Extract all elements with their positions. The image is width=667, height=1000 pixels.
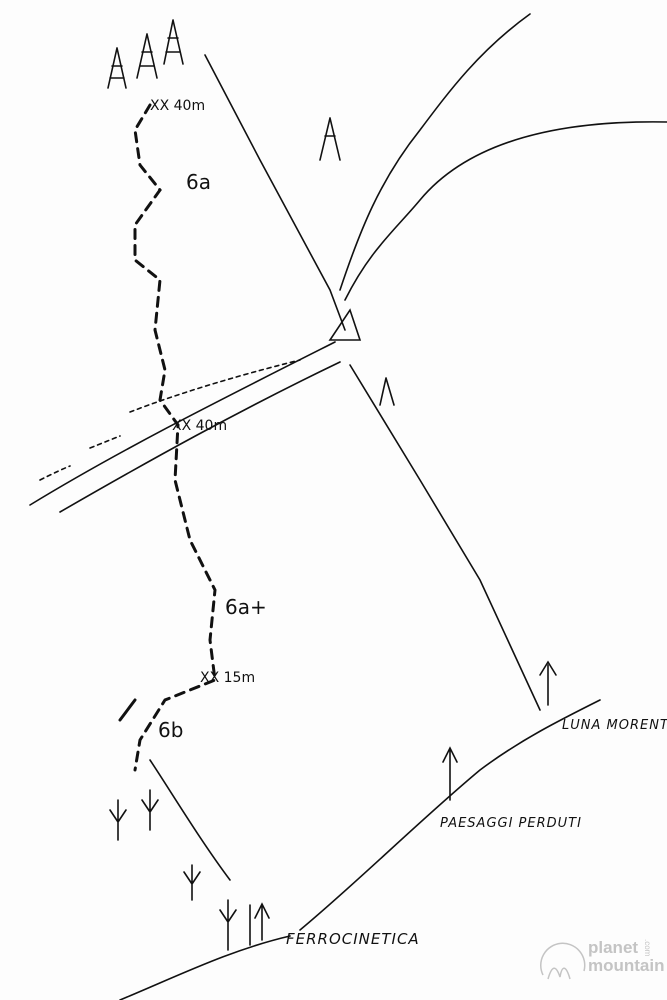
arrow-up-icon [442,746,458,801]
ground-base [119,935,291,1000]
planetmountain-logo: planet mountain .com [538,935,665,985]
tree-icons [107,19,395,951]
logo-text-mountain: mountain [588,956,665,975]
ground-slope [299,699,601,931]
rock-edge [204,54,541,711]
arrow-up-icon [254,902,270,941]
grade-label-3: 6b [158,718,184,742]
anchor-label-1: XX 40m [150,98,206,114]
route-label-paesaggi-perduti: PAESAGGI PERDUTI [440,816,582,831]
mountain-logo-icon [540,942,586,980]
ridge-line [339,13,531,291]
grade-label-2: 6a+ [225,595,267,619]
logo-text-planet: planet [588,938,639,957]
ridge-line-2 [344,121,667,301]
route-label-ferrocinetica: FERROCINETICA [286,930,420,948]
grade-label-1: 6a [186,170,211,194]
logo-text-domain: .com [643,939,652,957]
arrow-up-icon [539,660,557,706]
route-label-luna-morente: LUNA MORENTE [562,718,667,733]
climbing-route [133,103,217,772]
anchor-label-3: XX 15m [200,670,256,686]
ledge-lower [59,361,341,513]
ledge [29,341,336,506]
anchor-label-2: XX 40m [172,418,228,434]
